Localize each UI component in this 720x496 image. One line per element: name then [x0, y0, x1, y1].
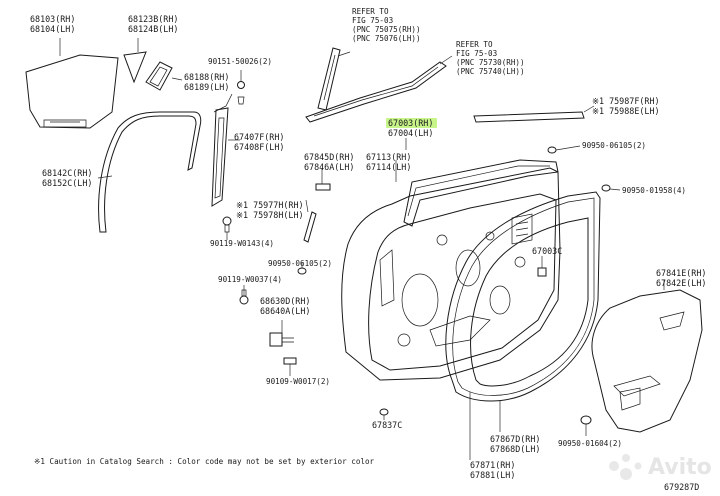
label-67837c: 67837C — [372, 420, 402, 430]
label-90950-01604: 90950-01604(2) — [558, 439, 622, 448]
label-67867d: 67867D(RH) — [490, 434, 540, 444]
check-assy — [315, 183, 331, 191]
label-refer2-4: (PNC 75740(LH)) — [456, 67, 525, 76]
stopper-67003c — [537, 267, 547, 277]
plug-06105-mid — [297, 267, 307, 275]
door-hinge — [269, 332, 294, 347]
label-68152c: 68152C(LH) — [42, 178, 92, 188]
quarter-window-glass — [123, 51, 147, 84]
label-67868d: 67868D(LH) — [490, 444, 540, 454]
label-75978h: ※1 75978H(LH) — [236, 210, 304, 220]
label-refer1-1: REFER TO — [352, 7, 389, 16]
label-68630d: 68630D(RH) — [260, 296, 310, 306]
label-67845d: 67845D(RH) — [304, 152, 354, 162]
label-90119-w0143: 90119-W0143(4) — [210, 239, 274, 248]
label-67113: 67113(RH) — [366, 152, 411, 162]
label-75988e: ※1 75988E(LH) — [592, 106, 660, 116]
screw-w0017 — [283, 357, 297, 365]
label-67003-rh: 67003(RH) — [388, 118, 433, 128]
division-bar — [211, 93, 233, 207]
rear-door-panel — [341, 159, 561, 381]
caution-note: ※1 Caution in Catalog Search : Color cod… — [34, 457, 375, 466]
label-refer1-4: (PNC 75076(LH)) — [352, 34, 421, 43]
label-75977h: ※1 75977H(RH) — [236, 200, 304, 210]
service-hole-cover — [591, 289, 703, 433]
label-67407f: 67407F(RH) — [234, 132, 284, 142]
highlight-67003 — [386, 118, 437, 128]
label-68124b: 68124B(LH) — [128, 24, 178, 34]
part-labels: 68103(RH) 68104(LH) 68123B(RH) 68124B(LH… — [30, 7, 706, 480]
label-67842e: 67842E(LH) — [656, 278, 706, 288]
plug-01958 — [601, 184, 611, 192]
belt-moulding-rear — [305, 61, 447, 123]
belt-moulding-front — [317, 47, 341, 111]
label-67003c: 67003C — [532, 246, 562, 256]
label-68142c: 68142C(RH) — [42, 168, 92, 178]
label-refer2-2: FIG 75-03 — [456, 49, 497, 58]
bolt-w0143 — [222, 216, 232, 233]
label-67841e: 67841E(RH) — [656, 268, 706, 278]
label-90119-w0037: 90119-W0037(4) — [218, 275, 282, 284]
label-67114: 67114(LH) — [366, 162, 411, 172]
label-90950-06105-mid: 90950-06105(2) — [268, 259, 332, 268]
label-refer1-3: (PNC 75075(RH)) — [352, 25, 421, 34]
clip-75977h — [303, 211, 317, 243]
label-68103: 68103(RH) — [30, 14, 75, 24]
glass-run-channel — [98, 111, 202, 233]
label-67004-lh: 67004(LH) — [388, 128, 433, 138]
label-68188: 68188(RH) — [184, 72, 229, 82]
figure-id: 679287D — [664, 482, 699, 492]
label-90950-06105-top: 90950-06105(2) — [582, 141, 646, 150]
avito-watermark: Avito — [609, 454, 712, 480]
label-67846a: 67846A(LH) — [304, 162, 354, 172]
svg-text:Avito: Avito — [648, 455, 712, 480]
label-90151: 90151-50026(2) — [208, 57, 272, 66]
plug-67837c — [379, 408, 389, 416]
label-refer2-1: REFER TO — [456, 40, 493, 49]
label-68640a: 68640A(LH) — [260, 306, 310, 316]
label-68104: 68104(LH) — [30, 24, 75, 34]
window-frame-moulding — [473, 111, 585, 123]
label-67871: 67871(RH) — [470, 460, 515, 470]
label-90109-w0017: 90109-W0017(2) — [266, 377, 330, 386]
plug-06105-top — [547, 146, 557, 154]
label-68123b: 68123B(RH) — [128, 14, 178, 24]
quarter-glass-seal — [145, 61, 173, 91]
label-90950-01958: 90950-01958(4) — [622, 186, 686, 195]
plug-01604 — [580, 415, 592, 425]
door-glass — [25, 54, 119, 129]
label-68189: 68189(LH) — [184, 82, 229, 92]
label-67881: 67881(LH) — [470, 470, 515, 480]
clip-90151 — [237, 81, 245, 105]
label-75987f: ※1 75987F(RH) — [592, 96, 660, 106]
door-weatherstrip — [445, 191, 601, 402]
label-refer2-3: (PNC 75730(RH)) — [456, 58, 525, 67]
label-refer1-2: FIG 75-03 — [352, 16, 393, 25]
label-67408f: 67408F(LH) — [234, 142, 284, 152]
